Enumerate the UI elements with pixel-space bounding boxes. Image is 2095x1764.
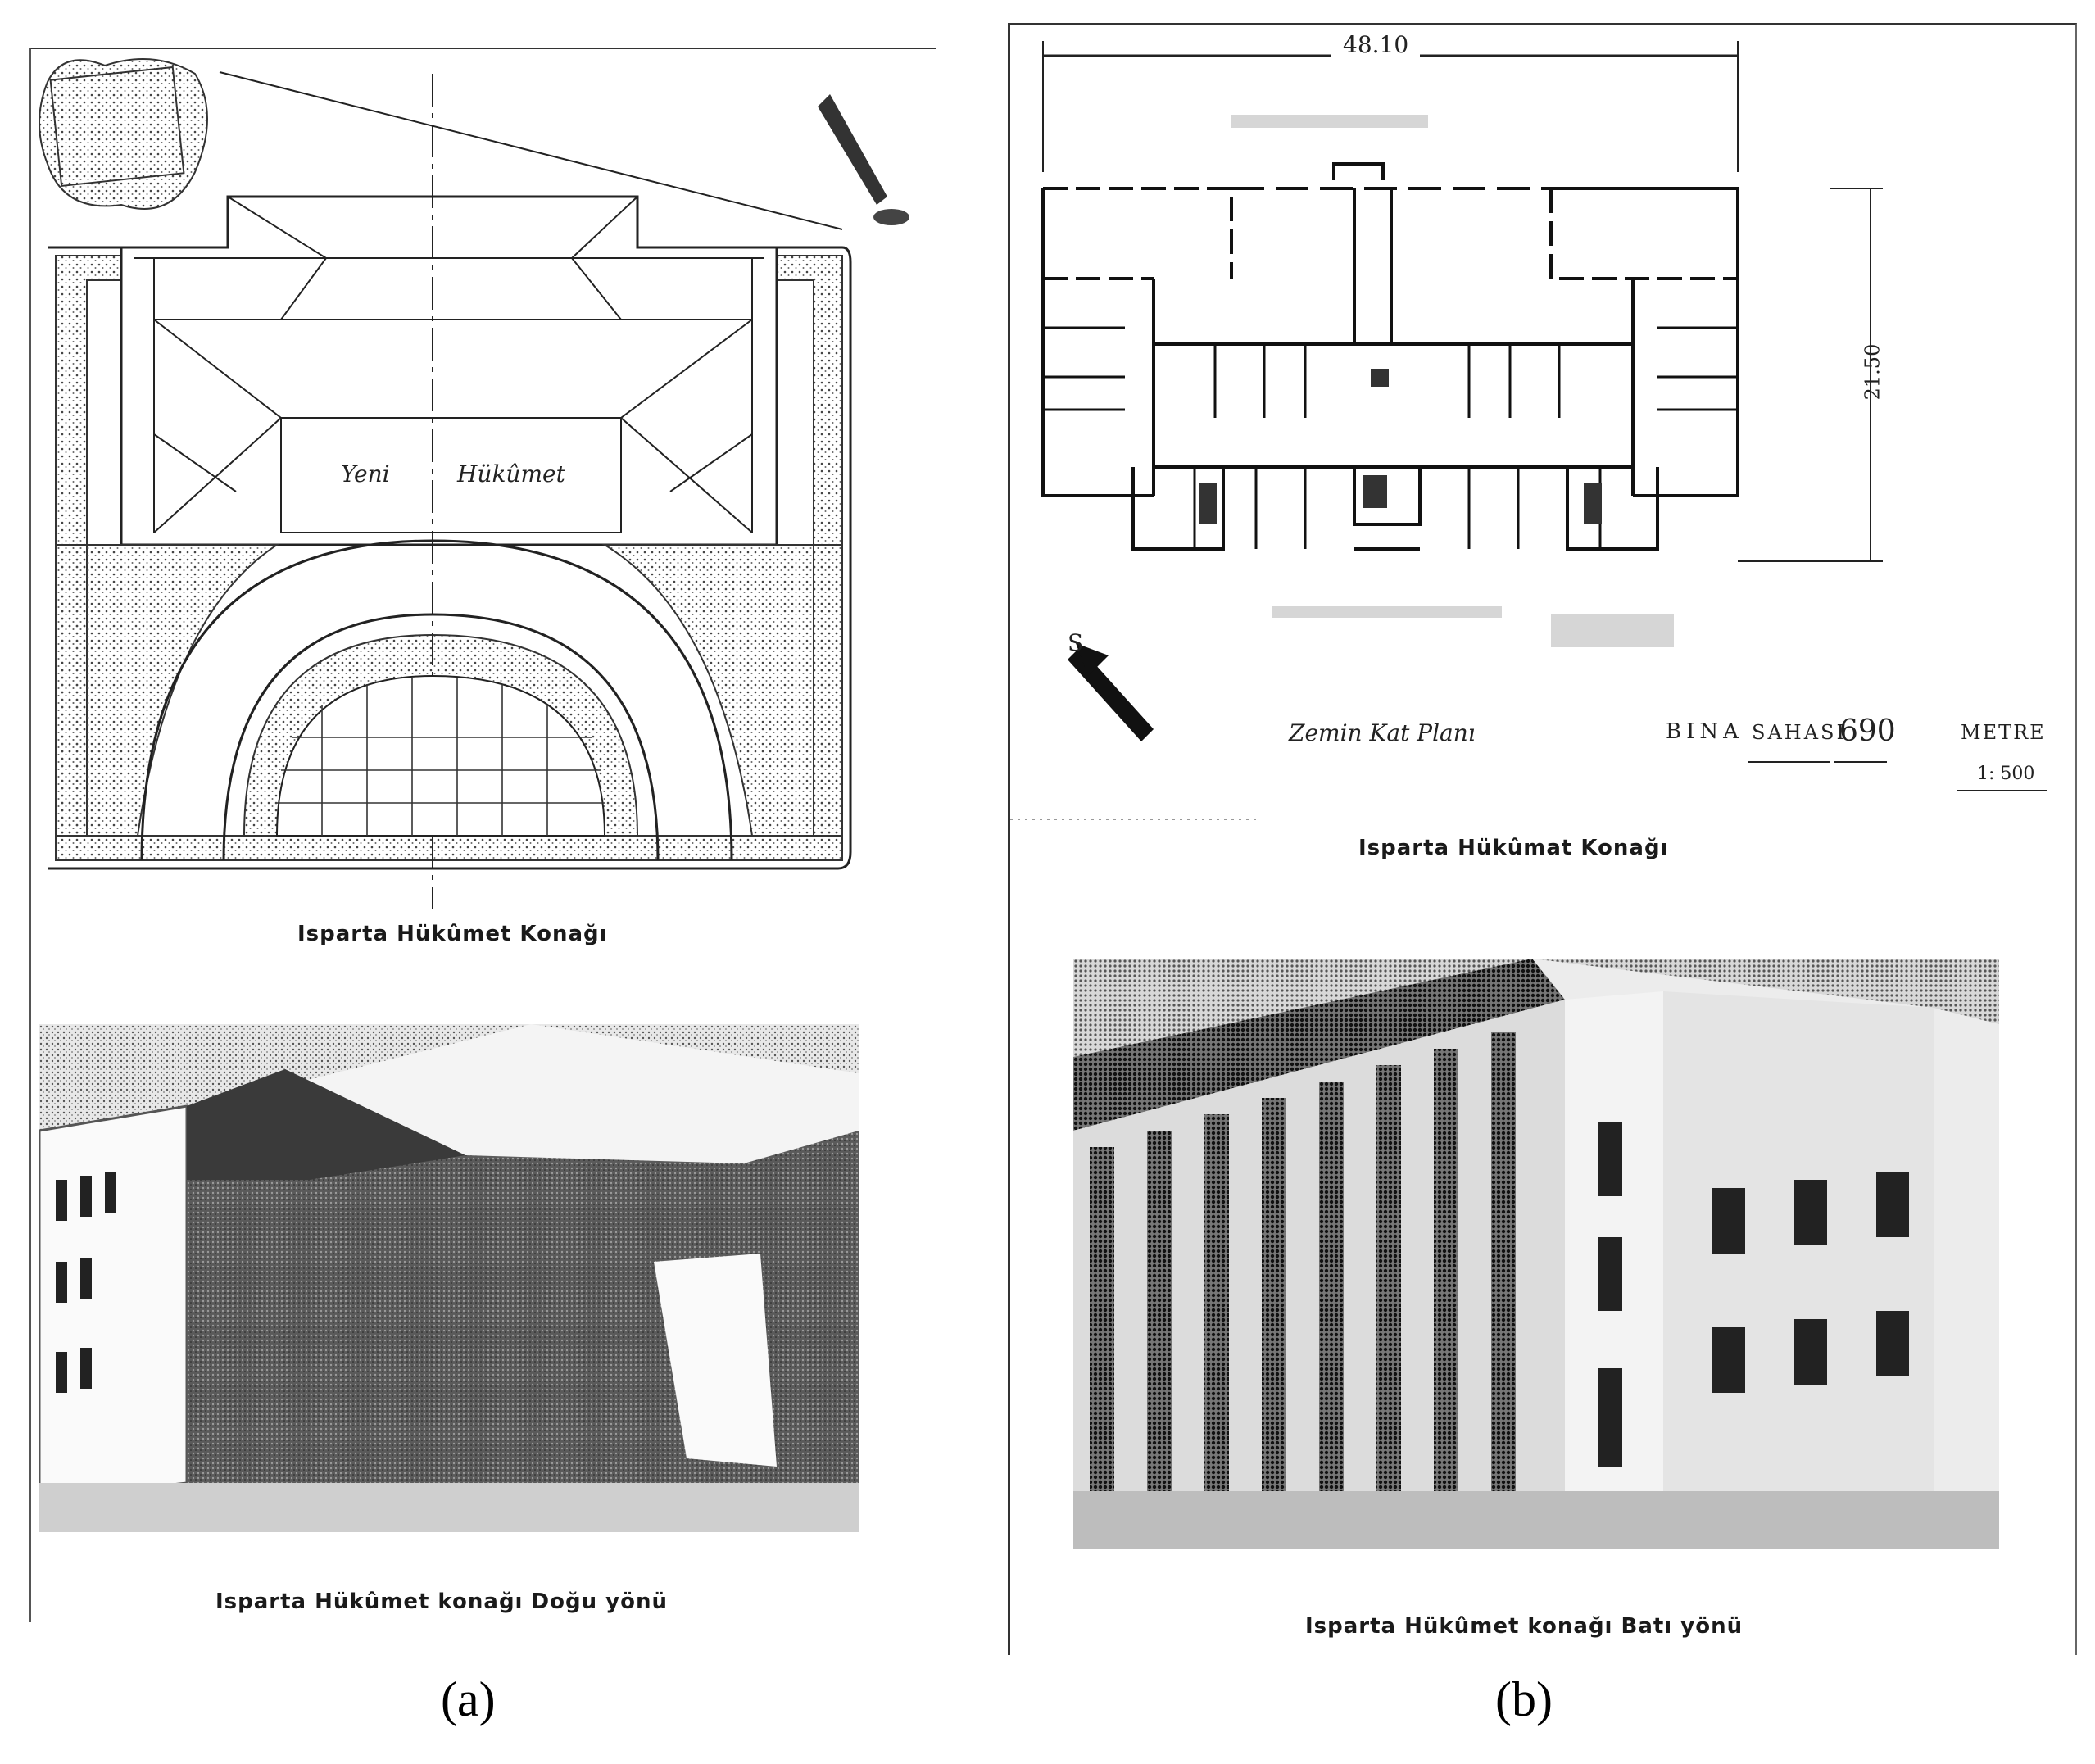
- site-plan-drawing: [39, 58, 909, 909]
- plan-label-left: Yeni: [341, 460, 390, 487]
- east-photo-caption: Isparta Hükûmet konağı Doğu yönü: [215, 1589, 668, 1614]
- floor-plan-drawing: [1010, 41, 2047, 820]
- panel-b: 48.10 21.50 S Zemin Kat Planı BINA SAHAS…: [1008, 23, 2077, 1655]
- north-mark: S: [1068, 629, 1084, 656]
- area-label: BINA: [1666, 719, 1744, 744]
- scale-label: 1: 500: [1977, 764, 2035, 784]
- east-facade-photo: [39, 1024, 859, 1532]
- panel-label-b: (b): [1495, 1672, 1553, 1726]
- site-plan-caption: Isparta Hükûmet Konağı: [297, 922, 608, 946]
- area-value: 690: [1839, 714, 1896, 748]
- floor-plan-caption: Isparta Hükûmat Konağı: [1358, 836, 1669, 860]
- panel-label-a: (a): [441, 1672, 496, 1726]
- north-arrow-icon: [1068, 643, 1154, 741]
- area-word: SAHASI: [1752, 721, 1847, 744]
- west-facade-photo: [1073, 959, 1999, 1549]
- west-photo-caption: Isparta Hükûmet konağı Batı yönü: [1305, 1614, 1744, 1639]
- area-unit: METRE: [1961, 721, 2046, 744]
- depth-dimension: 21.50: [1861, 343, 1884, 401]
- north-arrow-icon: [818, 94, 909, 225]
- plan-label-right: Hükûmet: [457, 460, 565, 487]
- panel-a: Yeni Hükûmet Isparta Hükûmet Konağı Ispa…: [29, 48, 936, 1622]
- width-dimension: 48.10: [1331, 31, 1421, 58]
- floor-plan-title: Zemin Kat Planı: [1289, 719, 1476, 746]
